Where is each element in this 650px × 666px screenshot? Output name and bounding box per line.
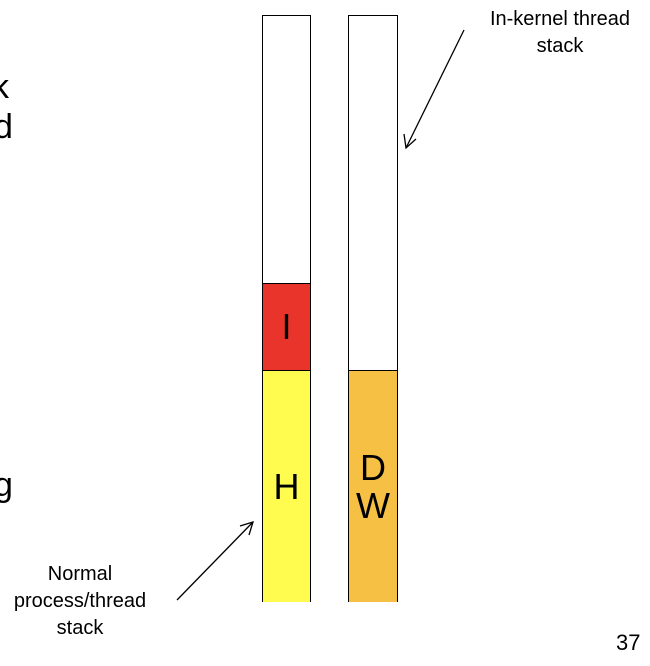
- cropped-text-fragment: d: [0, 108, 13, 146]
- arrow-to-normal-stack: [176, 521, 254, 601]
- stack-segment-dw: D W: [348, 370, 398, 602]
- normal-stack-label: Normal process/thread stack: [0, 561, 160, 642]
- page-number: 37: [616, 630, 641, 655]
- normal-stack: I H: [262, 15, 311, 602]
- segment-label: D: [360, 446, 386, 488]
- kernel-stack-label: In-kernel thread stack: [470, 6, 650, 60]
- arrow-to-kernel-stack: [405, 29, 465, 149]
- label-line: stack: [56, 617, 104, 639]
- segment-label: I: [281, 306, 292, 348]
- segment-label: W: [356, 484, 390, 526]
- label-line: Normal: [47, 563, 113, 585]
- cropped-text-fragment: k: [0, 68, 9, 106]
- label-line: stack: [536, 35, 584, 57]
- stack-segment-h: H: [262, 370, 311, 602]
- label-line: process/thread: [13, 590, 147, 612]
- label-line: In-kernel thread: [489, 8, 631, 30]
- kernel-stack: D W: [348, 15, 398, 602]
- segment-label: H: [273, 465, 300, 507]
- stack-segment-i: I: [262, 283, 311, 371]
- cropped-text-fragment: g: [0, 466, 13, 504]
